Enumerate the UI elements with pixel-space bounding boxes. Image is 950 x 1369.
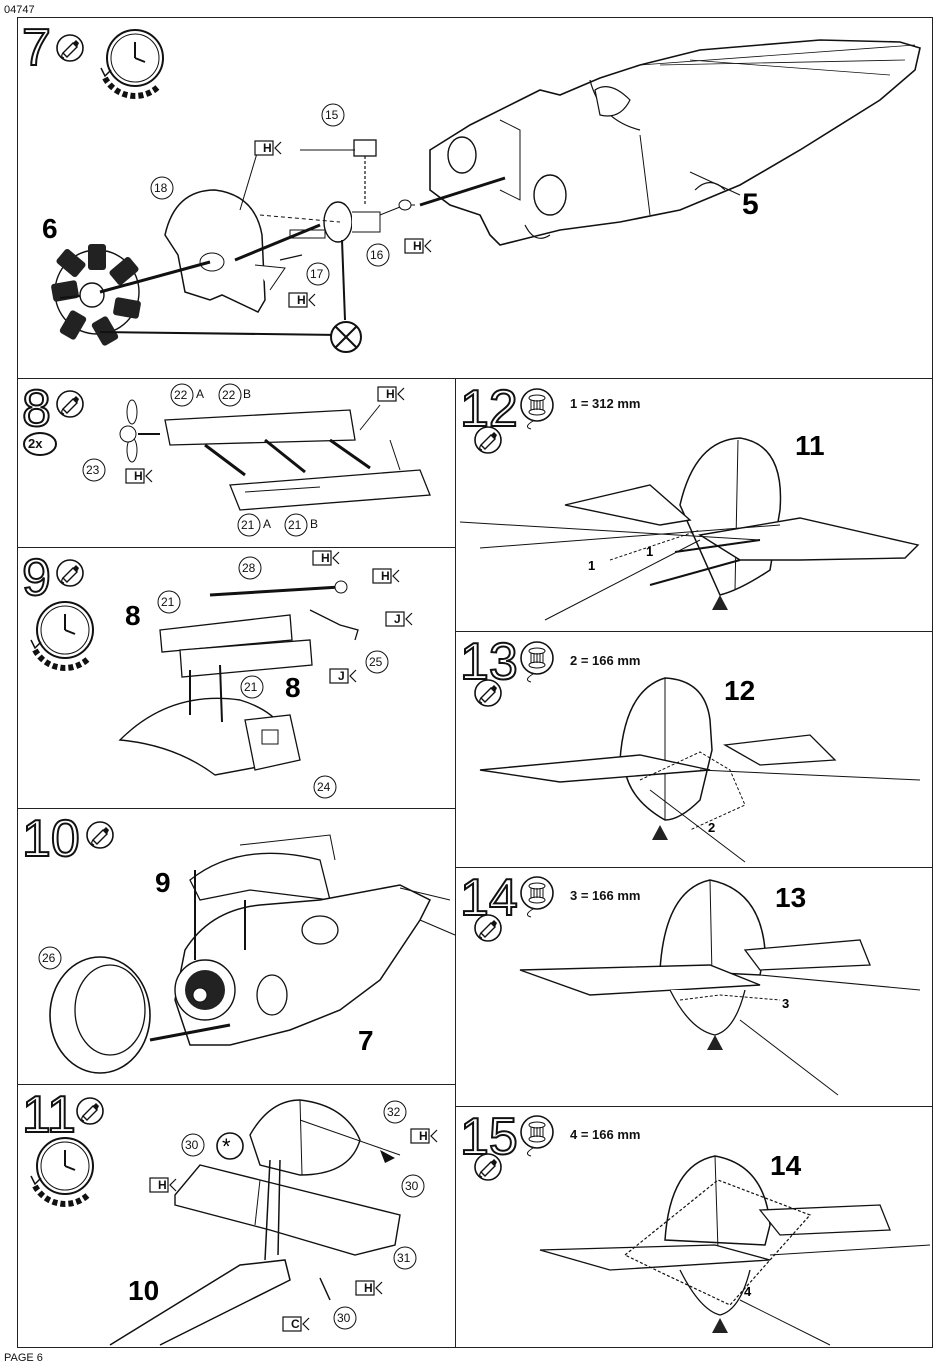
- svg-text:1: 1: [588, 558, 595, 573]
- svg-text:1: 1: [646, 544, 653, 559]
- part-callout-31: 31: [397, 1251, 411, 1265]
- suffix-a: A: [196, 387, 205, 401]
- part-callout-26: 26: [42, 951, 56, 965]
- part-callout-24: 24: [317, 780, 331, 794]
- part-callout-23: 23: [86, 463, 100, 477]
- suffix-a2: A: [263, 517, 272, 531]
- svg-text:2: 2: [708, 820, 715, 835]
- part-callout-21b-9: 21: [244, 680, 258, 694]
- glue-H-8b: H: [134, 469, 143, 483]
- part-callout-30c: 30: [337, 1311, 351, 1325]
- part-callout-30b: 30: [405, 1179, 419, 1193]
- glue-H-7b: H: [297, 293, 306, 307]
- suffix-b: B: [243, 387, 252, 401]
- glue-H-9a: H: [321, 551, 330, 565]
- no-glue-icon: [330, 321, 362, 353]
- step-number-10: 10: [21, 810, 81, 868]
- svg-text:13: 13: [775, 882, 806, 913]
- part-callout-30a: 30: [185, 1138, 199, 1152]
- part-callout-22a: 22: [174, 388, 188, 402]
- svg-text:8: 8: [285, 672, 301, 703]
- glue-H-7c: H: [413, 239, 422, 253]
- glue-H-9b: H: [381, 569, 390, 583]
- svg-text:10: 10: [128, 1275, 159, 1306]
- page-code: 04747: [4, 4, 35, 16]
- svg-text:9: 9: [155, 867, 171, 898]
- step-number-11: 11: [21, 1086, 77, 1144]
- step-number-8: 8: [21, 380, 52, 438]
- part-callout-18: 18: [154, 181, 168, 195]
- sub-assembly-5: 5: [742, 188, 759, 221]
- svg-text:14: 14: [770, 1150, 802, 1181]
- glue-C-11: C: [291, 1317, 300, 1331]
- quantity-2x: 2x: [28, 436, 43, 451]
- step-number-9: 9: [21, 549, 52, 607]
- part-callout-21b: 21: [288, 518, 302, 532]
- asterisk-icon: *: [216, 1132, 244, 1160]
- part-callout-16: 16: [370, 248, 384, 262]
- sub-assembly-6: 6: [42, 213, 58, 244]
- part-callout-21a-9: 21: [161, 595, 175, 609]
- part-callout-21a: 21: [241, 518, 255, 532]
- glue-H-11c: H: [364, 1281, 373, 1295]
- glue-J-9b: J: [338, 669, 345, 683]
- part-callout-22b: 22: [222, 388, 236, 402]
- radial-engine-6: [51, 244, 141, 346]
- wire-length-13: 2 = 166 mm: [570, 653, 641, 668]
- wire-length-15: 4 = 166 mm: [570, 1127, 641, 1142]
- glue-J-9a: J: [394, 612, 401, 626]
- svg-text:8: 8: [125, 600, 141, 631]
- step-number-7: 7: [21, 19, 52, 77]
- glue-H-8a: H: [386, 387, 395, 401]
- glue-H-7a: H: [263, 141, 272, 155]
- part-callout-15: 15: [325, 108, 339, 122]
- panel-step-15: [455, 1106, 933, 1348]
- suffix-b2: B: [310, 517, 319, 531]
- part-callout-28: 28: [242, 561, 256, 575]
- part-callout-25: 25: [369, 655, 383, 669]
- part-callout-17: 17: [310, 267, 324, 281]
- glue-H-11b: H: [158, 1178, 167, 1192]
- svg-text:7: 7: [358, 1025, 374, 1056]
- svg-text:4: 4: [744, 1284, 752, 1299]
- page-number: PAGE 6: [4, 1352, 43, 1364]
- svg-text:11: 11: [795, 430, 825, 461]
- svg-text:*: *: [222, 1134, 231, 1159]
- svg-text:12: 12: [724, 675, 755, 706]
- wire-length-14: 3 = 166 mm: [570, 888, 641, 903]
- svg-text:3: 3: [782, 996, 789, 1011]
- part-callout-32: 32: [387, 1105, 401, 1119]
- wire-length-12: 1 = 312 mm: [570, 396, 641, 411]
- glue-H-11a: H: [419, 1129, 428, 1143]
